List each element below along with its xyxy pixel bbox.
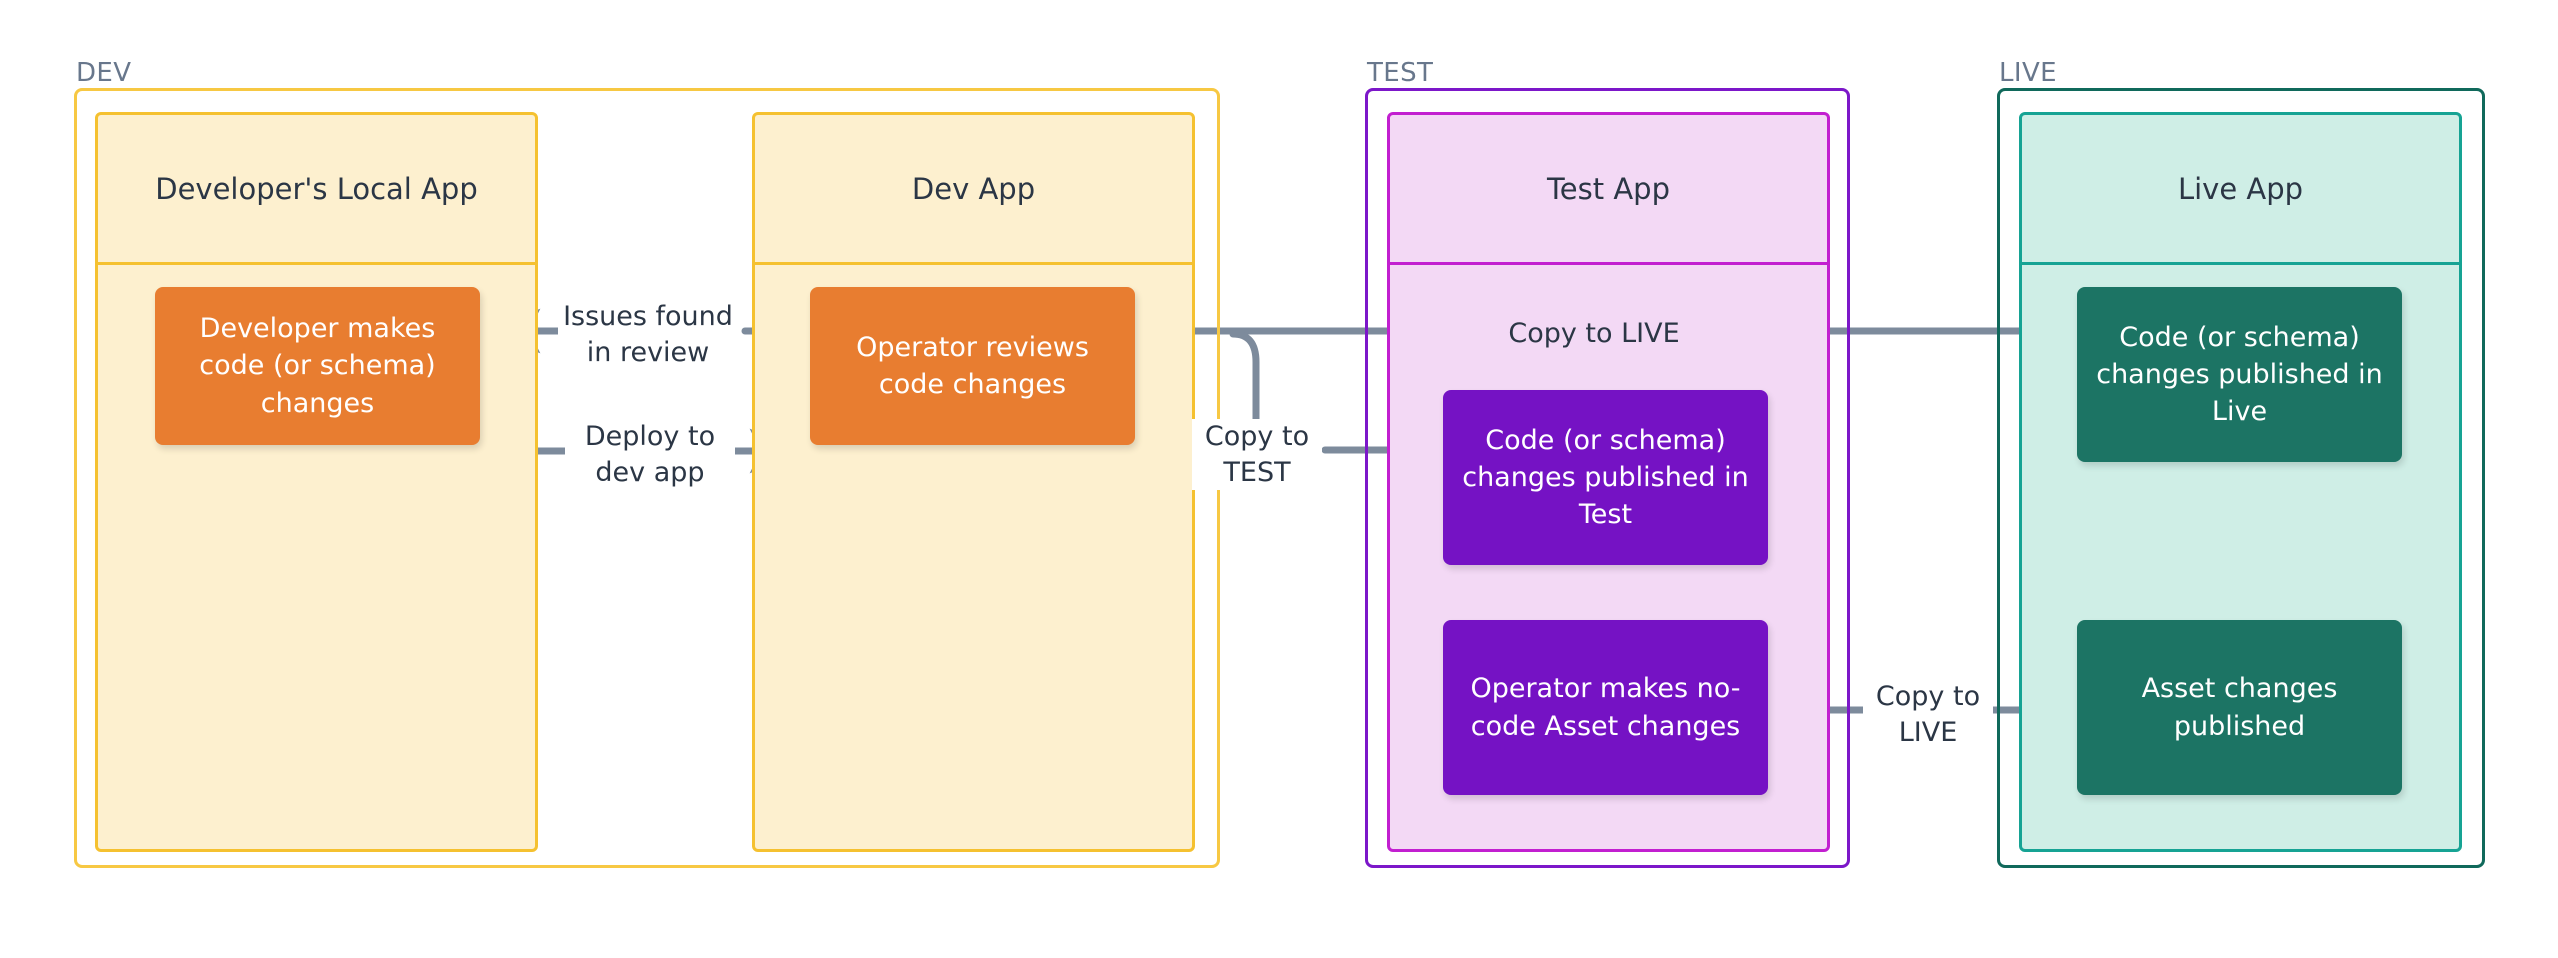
app-title-test-app: Test App [1547,171,1670,206]
app-title-developers-local-app: Developer's Local App [155,171,478,206]
app-header-test-app: Test App [1390,115,1827,265]
app-header-live-app: Live App [2022,115,2459,265]
card-operator-makes-nocode-asset-changes[interactable]: Operator makes no-code Asset changes [1443,620,1768,795]
env-label-live: LIVE [1999,58,2057,88]
card-developer-makes-changes[interactable]: Developer makes code (or schema) changes [155,287,480,445]
app-title-dev-app: Dev App [911,171,1036,206]
edge-label-issues-found-in-review: Issues found in review [558,299,738,371]
card-code-changes-published-test[interactable]: Code (or schema) changes published in Te… [1443,390,1768,565]
card-asset-changes-published[interactable]: Asset changes published [2077,620,2402,795]
edge-label-copy-to-test: Copy to TEST [1192,419,1322,491]
env-group-test [1365,88,1850,868]
card-operator-reviews-code[interactable]: Operator reviews code changes [810,287,1135,445]
app-title-live-app: Live App [2177,171,2304,206]
env-group-live [1997,88,2485,868]
edge-label-copy-to-live-code: Copy to LIVE [1508,318,1680,349]
card-code-changes-published-live[interactable]: Code (or schema) changes published in Li… [2077,287,2402,462]
edge-label-copy-to-live-assets: Copy to LIVE [1863,679,1993,751]
env-label-dev: DEV [76,58,132,88]
app-panel-developers-local-app: Developer's Local App [95,112,538,852]
app-panel-dev-app: Dev App [752,112,1195,852]
edge-label-deploy-to-dev-app: Deploy to dev app [565,419,735,491]
env-label-test: TEST [1367,58,1434,88]
app-header-dev-app: Dev App [755,115,1192,265]
app-header-developers-local-app: Developer's Local App [98,115,535,265]
